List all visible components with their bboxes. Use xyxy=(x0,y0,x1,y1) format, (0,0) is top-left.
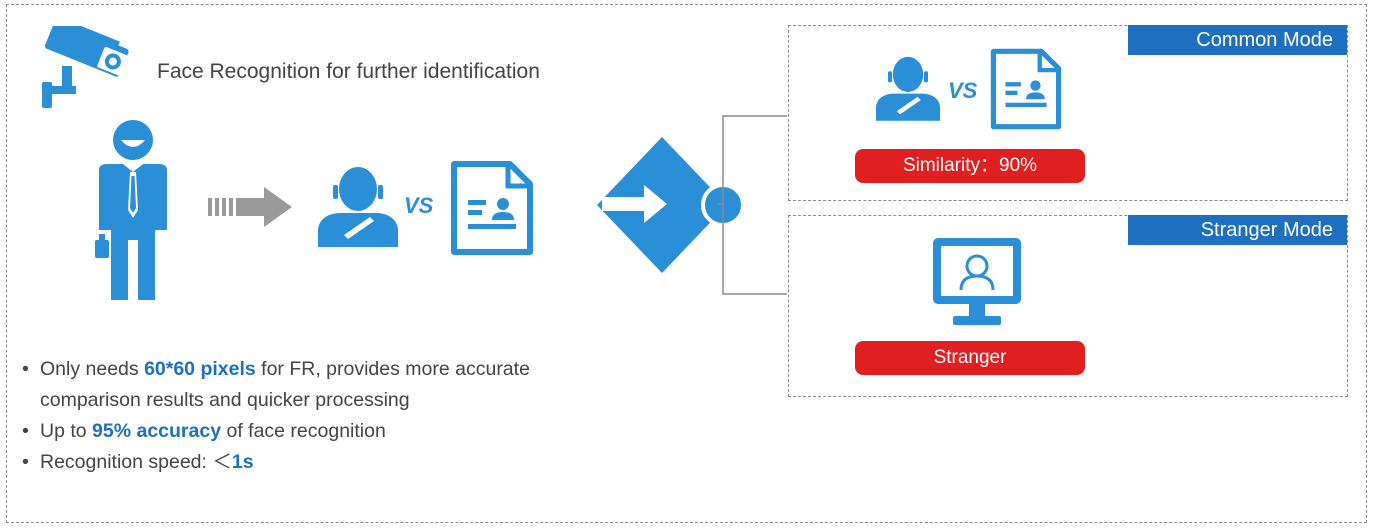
common-mode-document-icon xyxy=(990,48,1062,130)
similarity-result: Similarity：90% xyxy=(855,149,1085,183)
monitor-user-icon xyxy=(933,238,1021,325)
bullet-resolution: Only needs 60*60 pixels for FR, provides… xyxy=(20,354,720,385)
outer-frame xyxy=(6,4,1367,523)
common-mode-tag: Common Mode xyxy=(1128,25,1347,55)
vs-label: VS xyxy=(404,193,434,218)
bullet-accuracy-post: of face recognition xyxy=(221,420,386,442)
bullet-resolution-pre: Only needs xyxy=(40,358,145,380)
bullet-speed: Recognition speed: ＜1s xyxy=(20,447,720,478)
bullet-resolution-continued: comparison results and quicker processin… xyxy=(40,389,410,411)
bullet-resolution-post: for FR, provides more accurate xyxy=(255,358,530,380)
common-mode-user-icon xyxy=(876,56,940,121)
bullet-speed-pre: Recognition speed: ＜ xyxy=(40,451,232,473)
common-mode-box xyxy=(788,25,1348,201)
id-document-icon xyxy=(451,161,533,255)
cctv-camera-icon xyxy=(42,26,129,108)
feature-bullets: Only needs 60*60 pixels for FR, provides… xyxy=(20,354,720,478)
bullet-accuracy: Up to 95% accuracy of face recognition xyxy=(20,416,720,447)
page-title: Face Recognition for further identificat… xyxy=(157,60,540,83)
bullet-accuracy-highlight: 95% accuracy xyxy=(92,420,222,442)
branch-connector xyxy=(717,115,787,295)
decision-diamond-icon xyxy=(597,137,745,273)
stranger-mode-box xyxy=(788,215,1348,397)
stranger-mode-tag: Stranger Mode xyxy=(1128,215,1347,245)
bullet-speed-highlight: 1s xyxy=(231,451,254,473)
businessman-icon xyxy=(95,120,167,300)
arrow-right-icon xyxy=(208,187,292,227)
bullet-accuracy-pre: Up to xyxy=(40,420,93,442)
bullet-resolution-highlight: 60*60 pixels xyxy=(144,358,256,380)
common-mode-vs-label: VS xyxy=(948,78,978,103)
stranger-result: Stranger xyxy=(855,341,1085,375)
user-avatar-icon xyxy=(318,167,398,247)
